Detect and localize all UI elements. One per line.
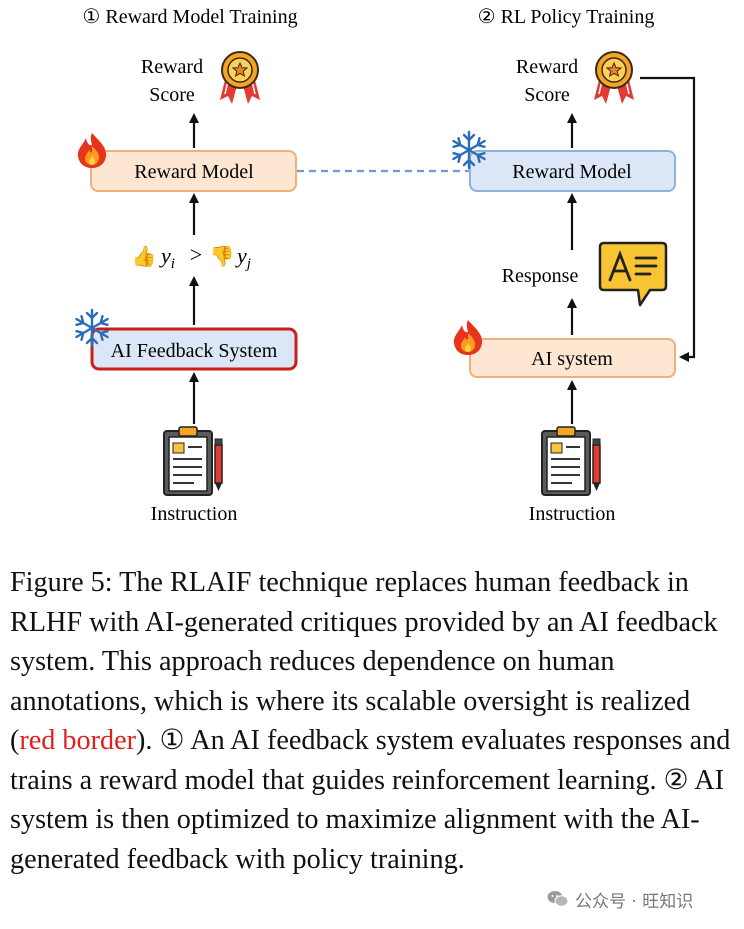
medal-icon <box>219 51 261 105</box>
clipboard-icon <box>163 426 223 496</box>
rlaif-diagram: ① Reward Model Training Reward Score Rew… <box>0 6 696 525</box>
panel2-reward-score-line1: Reward <box>516 56 578 78</box>
panel2-reward-model-box <box>469 150 676 192</box>
reward-feedback-loop-arrow <box>640 76 696 362</box>
watermark-text: 公众号 · 旺知识 <box>575 891 694 912</box>
fire-icon <box>77 133 107 168</box>
ai-system-label: AI system <box>531 348 613 370</box>
pref-sub-i: i <box>171 256 175 272</box>
caption-part2: ). ① An AI feedback system evaluates res… <box>10 725 731 875</box>
panel1-instruction: Instruction <box>151 503 238 525</box>
svg-text:yi: yi <box>159 243 175 272</box>
panel1-title: ① Reward Model Training <box>82 6 297 28</box>
pref-y-i: y <box>159 243 171 268</box>
medal-icon <box>593 51 635 105</box>
thumbs-down-icon: 👎 <box>210 244 235 268</box>
panel1-reward-model-label: Reward Model <box>134 161 254 183</box>
figure-caption: Figure 5: The RLAIF technique replaces h… <box>10 563 736 879</box>
panel1-reward-model-box <box>90 150 297 192</box>
speech-bubble-icon <box>598 241 668 307</box>
watermark: 公众号 · 旺知识 <box>543 884 698 914</box>
pref-sub-j: j <box>245 256 251 272</box>
wechat-icon <box>547 891 569 907</box>
panel1-reward-score-line1: Reward <box>141 56 203 78</box>
panel2-response: Response <box>502 265 579 287</box>
pref-y-j: y <box>235 243 247 268</box>
caption-part1: Figure 5: The RLAIF technique replaces h… <box>10 567 718 756</box>
caption-highlight: red border <box>19 725 136 756</box>
preference-pair: 👍 yi > 👎 yj <box>132 242 251 272</box>
panel2-instruction: Instruction <box>529 503 616 525</box>
ai-system-box <box>469 338 676 378</box>
thumbs-up-icon: 👍 <box>132 244 157 268</box>
feedback-system-label: AI Feedback System <box>111 340 278 362</box>
panel1-reward-score-line2: Score <box>149 84 195 106</box>
fire-icon <box>453 320 483 355</box>
clipboard-icon <box>541 426 601 496</box>
panel2-reward-model-label: Reward Model <box>512 161 632 183</box>
feedback-system-box <box>90 327 298 371</box>
pref-gt: > <box>190 242 202 267</box>
panel2-title: ② RL Policy Training <box>478 6 655 28</box>
svg-text:yj: yj <box>235 243 251 272</box>
panel2-reward-score-line2: Score <box>524 84 570 106</box>
